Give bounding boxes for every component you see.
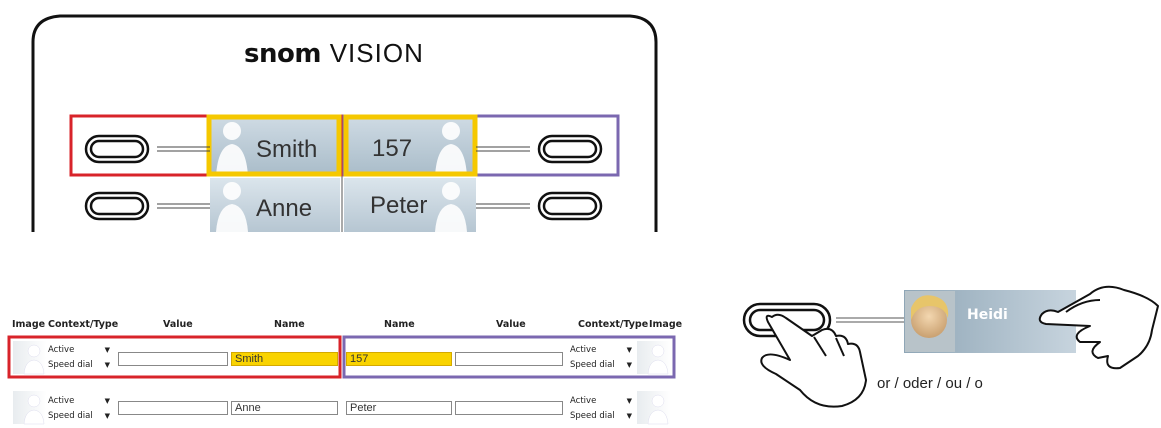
connector-lines [157, 146, 530, 209]
chevron-down-icon: ▼ [626, 397, 632, 405]
right-label-highlight-yellow [343, 114, 478, 177]
context-select-row1-right[interactable]: Active ▼ [567, 344, 635, 357]
chevron-down-icon: ▼ [104, 346, 110, 354]
brand-logo: snom VISION [244, 38, 424, 69]
type-select-value: Speed dial [48, 411, 93, 421]
brand-logo-light: VISION [329, 38, 424, 68]
header-context-type-left: Context/Type [48, 319, 119, 330]
key-label-left-1: Smith [256, 136, 318, 163]
type-select-row2-left[interactable]: Speed dial ▼ [45, 410, 113, 423]
chevron-down-icon: ▼ [104, 412, 110, 420]
row-1-left-highlight-red [7, 335, 342, 379]
header-value-right: Value [496, 319, 526, 330]
value-input-row2-left[interactable] [118, 401, 228, 415]
context-select-value: Active [48, 345, 75, 355]
context-select-value: Active [570, 345, 597, 355]
row-1-right-highlight-purple [342, 335, 676, 379]
value-input-row1-left[interactable] [118, 352, 228, 366]
name-input-row2-left[interactable]: Anne [231, 401, 338, 415]
name-input-row1-right[interactable]: 157 [346, 352, 452, 366]
context-select-value: Active [570, 396, 597, 406]
name-input-row2-right[interactable]: Peter [346, 401, 452, 415]
chevron-down-icon: ▼ [626, 346, 632, 354]
avatar-silhouette-icon [216, 122, 467, 232]
header-image-right: Image [649, 319, 683, 330]
type-select-row1-right[interactable]: Speed dial ▼ [567, 359, 635, 372]
type-select-value: Speed dial [570, 411, 615, 421]
contact-photo [911, 302, 947, 338]
chevron-down-icon: ▼ [104, 361, 110, 369]
type-select-value: Speed dial [48, 360, 93, 370]
image-thumbnail-icon[interactable] [13, 341, 671, 425]
left-label-highlight-yellow [206, 114, 342, 177]
context-select-value: Active [48, 396, 75, 406]
chevron-down-icon: ▼ [104, 397, 110, 405]
key-label-right-1: 157 [372, 135, 413, 162]
header-name-right: Name [384, 319, 415, 330]
touch-hand-icon [1038, 285, 1159, 370]
value-input-row2-right[interactable] [455, 401, 563, 415]
header-context-type-right: Context/Type [578, 319, 649, 330]
pointing-hand-icon [760, 313, 867, 408]
context-select-row2-left[interactable]: Active ▼ [45, 395, 113, 408]
key-label-right-2: Peter [370, 192, 428, 219]
type-select-value: Speed dial [570, 360, 615, 370]
brand-logo-bold: snom [244, 39, 321, 69]
chevron-down-icon: ▼ [626, 361, 632, 369]
name-input-row1-left[interactable]: Smith [231, 352, 338, 366]
chevron-down-icon: ▼ [626, 412, 632, 420]
context-select-row2-right[interactable]: Active ▼ [567, 395, 635, 408]
function-key-buttons[interactable] [84, 134, 603, 221]
contact-tile-label: Heidi [967, 307, 1008, 323]
header-image-left: Image [12, 319, 46, 330]
illustration-caption: or / oder / ou / o [877, 375, 983, 392]
type-select-row2-right[interactable]: Speed dial ▼ [567, 410, 635, 423]
type-select-row1-left[interactable]: Speed dial ▼ [45, 359, 113, 372]
header-name-left: Name [274, 319, 305, 330]
key-label-left-2: Anne [256, 195, 313, 222]
header-value-left: Value [163, 319, 193, 330]
context-select-row1-left[interactable]: Active ▼ [45, 344, 113, 357]
value-input-row1-right[interactable] [455, 352, 563, 366]
